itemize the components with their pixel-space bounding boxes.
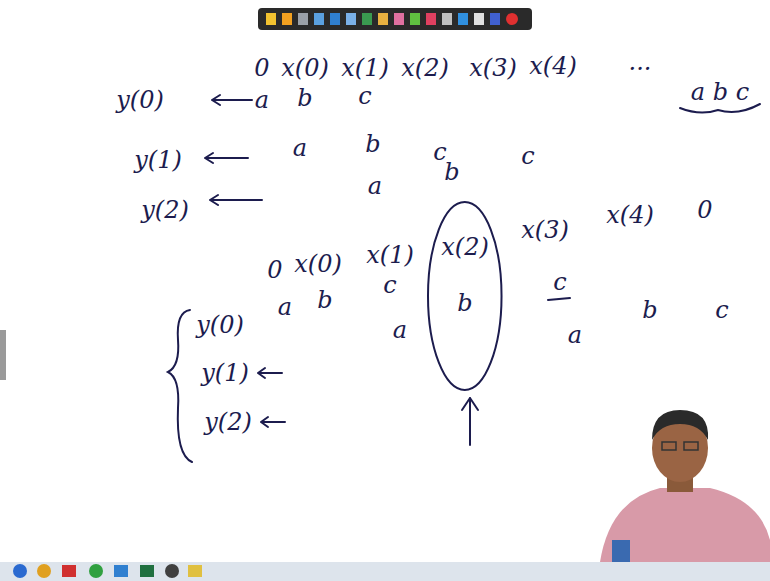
handwritten-term: y(0): [116, 87, 164, 113]
taskbar: [0, 562, 770, 581]
handwritten-term: y(2): [141, 197, 189, 223]
handwritten-term: b: [444, 159, 459, 185]
circled-term-text: b: [457, 290, 472, 316]
handwritten-term: b: [297, 85, 312, 111]
handwritten-term: c: [553, 269, 566, 295]
handwritten-term: ...: [629, 49, 652, 75]
handwritten-term: y(1): [201, 360, 249, 386]
handwritten-term: 0: [267, 257, 282, 283]
handwritten-term: 0: [254, 55, 269, 81]
handwritten-term: a: [568, 322, 582, 348]
lecturer: [600, 410, 770, 562]
handwritten-term: a: [293, 135, 307, 161]
handwritten-term: a: [393, 317, 407, 343]
toolbar-icons: [266, 13, 518, 25]
handwritten-term: x(2): [401, 55, 449, 81]
handwritten-term: c: [358, 83, 371, 109]
handwritten-term: a: [278, 294, 292, 320]
handwritten-term: x(1): [366, 242, 414, 268]
handwritten-term: x(3): [521, 217, 569, 243]
handwritten-term: 0: [697, 197, 712, 223]
handwritten-term: a: [368, 173, 382, 199]
handwritten-term: y(1): [134, 147, 182, 173]
handwritten-term: x(1): [341, 55, 389, 81]
handwritten-term: a b c: [691, 79, 749, 105]
handwritten-term: b: [642, 297, 657, 323]
handwritten-term: a: [255, 87, 269, 113]
handwritten-term: c: [715, 297, 728, 323]
handwritten-term: b: [317, 287, 332, 313]
handwritten-term: c: [383, 272, 396, 298]
ink-strokes: [168, 95, 760, 462]
circled-term: x(2) b: [426, 200, 504, 392]
handwritten-term: x(0): [281, 55, 329, 81]
handwritten-term: y(2): [204, 409, 252, 435]
handwritten-term: x(4): [606, 202, 654, 228]
handwritten-term: y(0): [196, 312, 244, 338]
handwritten-term: x(4): [529, 53, 577, 79]
side-marker: [0, 330, 6, 380]
handwritten-term: b: [365, 131, 380, 157]
toolbar: [258, 8, 532, 30]
handwritten-term: x(0): [294, 251, 342, 277]
handwritten-term: c: [521, 143, 534, 169]
taskbar-icons: [13, 564, 202, 578]
handwritten-term: x(3): [469, 55, 517, 81]
circled-term-text: x(2): [441, 234, 489, 260]
